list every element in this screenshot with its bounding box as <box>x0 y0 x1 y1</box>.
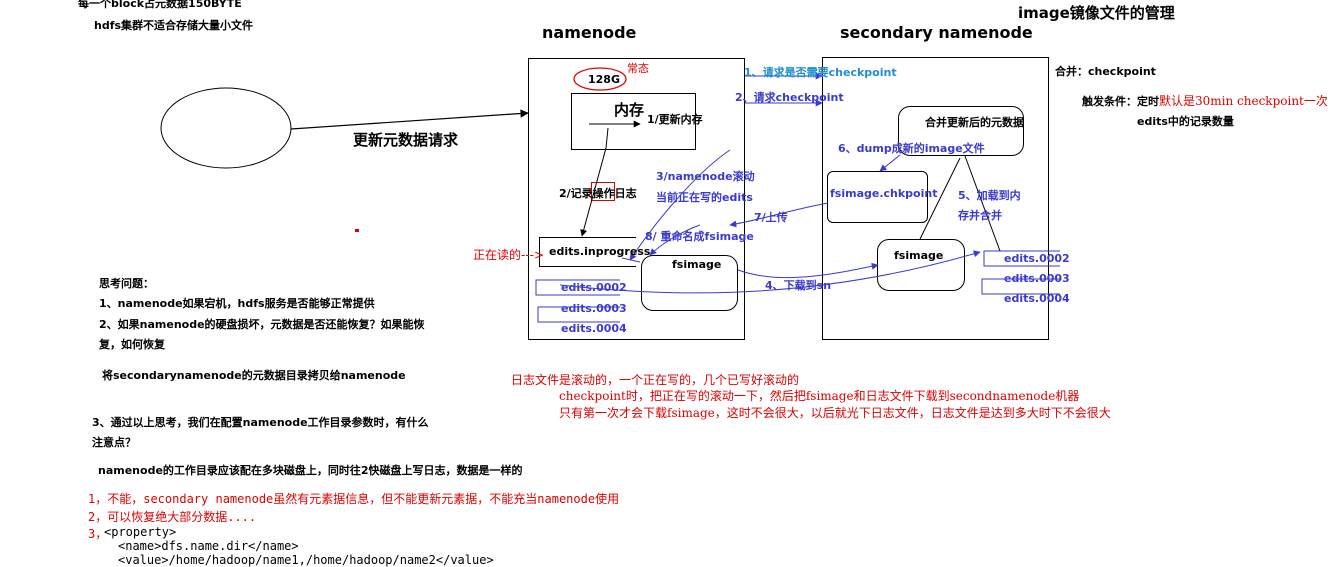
record-log-label: 2/记录操作日志 <box>559 187 637 200</box>
update-request-label: 更新元数据请求 <box>353 131 459 149</box>
answer-3: namenode的工作目录应该配在多块磁盘上，同时往2快磁盘上写日志，数据是一样… <box>98 464 523 477</box>
step1-label: 1、请求是否需要checkpoint <box>744 66 897 79</box>
reading-label: 正在读的---> <box>473 248 545 262</box>
step5-label-a: 5、加载到内 <box>958 189 1021 202</box>
step5-label-b: 存并合并 <box>958 209 1002 222</box>
secondary-namenode-title: secondary namenode <box>840 23 1033 42</box>
merged-metadata-label: 合并更新后的元数据 <box>925 116 1024 129</box>
step4-label: 4、下载到sn <box>765 279 832 292</box>
trigger-default: 默认是30min checkpoint一次 <box>1159 94 1328 108</box>
nn-edits-0002: edits.0002 <box>561 281 627 294</box>
bottom-answer-3-prefix: 3， <box>88 527 108 541</box>
bottom-answer-1: 1，不能，secondary namenode虽然有元素据信息，但不能更新元素据… <box>88 492 620 506</box>
step4-arrow-edits <box>559 250 981 294</box>
fsimage-label-secondary: fsimage <box>894 249 944 262</box>
xml-line-3: <value>/home/hadoop/name1,/home/hadoop/n… <box>118 553 494 567</box>
question-2b: 复，如何恢复 <box>99 338 165 351</box>
edits-inprogress-box <box>539 237 636 267</box>
update-request-arrow <box>290 109 529 130</box>
update-memory-label: 1/更新内存 <box>647 113 703 126</box>
bottom-answer-2: 2，可以恢复绝大部分数据.... <box>88 510 257 524</box>
note-1: 日志文件是滚动的，一个正在写的，几个已写好滚动的 <box>511 373 800 387</box>
fsimage-chkpoint-label: fsimage.chkpoint <box>830 187 938 200</box>
step7-label: 7/上传 <box>754 211 788 224</box>
sn-edits-0004: edits.0004 <box>1004 292 1070 305</box>
question-3b: 注意点？ <box>92 436 136 449</box>
memory-box <box>571 93 696 150</box>
nn-edits-bracket-1 <box>535 279 620 296</box>
fsimage-box-namenode <box>641 255 738 311</box>
edits-inprogress-label: edits.inprogress <box>549 245 651 258</box>
client-ellipse <box>160 87 292 169</box>
question-3a: 3、通过以上思考，我们在配置namenode工作目录参数时，有什么 <box>92 416 429 429</box>
merged-metadata-box <box>898 106 1024 156</box>
read-arrow <box>621 257 641 263</box>
step7-arrow <box>729 202 829 228</box>
questions-title: 思考问题： <box>99 277 154 290</box>
question-2a: 2、如果namenode的硬盘损坏，元数据是否还能恢复？如果能恢 <box>99 318 425 331</box>
hdfs-note: hdfs集群不适合存储大量小文件 <box>94 19 254 32</box>
fsimage-chkpoint-box <box>827 171 928 223</box>
step6-label: 6、dump成新的image文件 <box>838 142 985 155</box>
page-title: image镜像文件的管理 <box>1018 4 1175 22</box>
step8-label: 8/ 重命名成fsimage <box>645 230 754 243</box>
mem-size-ellipse <box>573 67 627 91</box>
secondary-namenode-box <box>822 57 1049 340</box>
question-1: 1、namenode如果宕机，hdfs服务是否能够正常提供 <box>99 297 375 310</box>
nn-edits-0004: edits.0004 <box>561 322 627 335</box>
step5-line-1 <box>919 157 961 240</box>
note-3: 只有第一次才会下载fsimage，这时不会很大，以后就光下日志文件，日志文件是达… <box>559 406 1111 420</box>
log-record-highlight <box>591 182 615 201</box>
namenode-title: namenode <box>542 23 637 42</box>
sn-edits-bracket-2 <box>981 278 1060 295</box>
note-2: checkpoint时，把正在写的滚动一下，然后把fsimage和日志文件下载到… <box>559 389 1080 403</box>
step6-arrow <box>879 154 901 172</box>
sn-edits-bracket-1 <box>983 250 1060 267</box>
namenode-box <box>528 58 745 340</box>
trigger-label: 触发条件：定时 <box>1082 95 1159 108</box>
mem-size-label: 128G <box>588 73 620 86</box>
trigger-edits: edits中的记录数量 <box>1137 115 1234 128</box>
xml-line-2: <name>dfs.name.dir</name> <box>118 539 299 553</box>
step3-label-a: 3/namenode滚动 <box>656 170 755 183</box>
xml-line-1: <property> <box>104 525 177 539</box>
nn-edits-0003: edits.0003 <box>561 302 627 315</box>
record-log-arrow <box>580 127 609 237</box>
nn-edits-bracket-2 <box>537 306 620 323</box>
fsimage-label-namenode: fsimage <box>672 258 722 271</box>
resident-label: 常态 <box>627 62 649 75</box>
answer-2: 将secondarynamenode的元数据目录拷贝给namenode <box>102 369 406 382</box>
step3-arrow <box>629 149 731 261</box>
step8-arrow <box>649 224 701 256</box>
merge-checkpoint-label: 合并：checkpoint <box>1055 65 1156 78</box>
red-dot <box>355 229 359 232</box>
block-note: 每一个block占元数据150BYTE <box>78 0 242 10</box>
sn-edits-0002: edits.0002 <box>1004 252 1070 265</box>
memory-label: 内存 <box>614 101 645 119</box>
step4-arrow-fsimage <box>737 262 879 279</box>
sn-edits-0003: edits.0003 <box>1004 272 1070 285</box>
step3-label-b: 当前正在写的edits <box>656 191 753 204</box>
step5-line-2 <box>964 155 1001 252</box>
step2-label: 2、请求checkpoint <box>735 91 844 104</box>
